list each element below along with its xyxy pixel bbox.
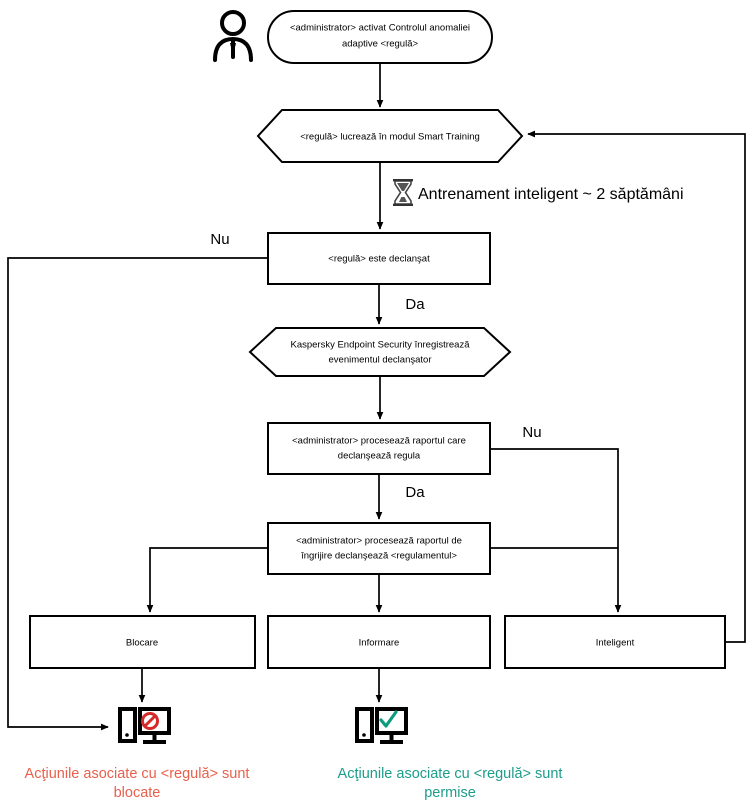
node-admin-report-line2: declanşează regula bbox=[338, 451, 421, 462]
annotation-training-duration: Antrenament inteligent ~ 2 săptămâni bbox=[418, 186, 684, 203]
node-action-inform bbox=[267, 615, 491, 669]
person-icon bbox=[213, 10, 253, 62]
hourglass-icon bbox=[393, 179, 413, 206]
computer-allowed-icon bbox=[355, 707, 408, 744]
node-admin-processes-care-report bbox=[267, 522, 491, 575]
node-action-smart-label: Inteligent bbox=[596, 638, 635, 649]
node-kes-logs-line1: Kaspersky Endpoint Security înregistreaz… bbox=[290, 340, 470, 351]
node-action-block bbox=[29, 615, 256, 669]
node-admin-report-line1: <administrator> procesează raportul care bbox=[292, 436, 466, 447]
edge-label-yes-rule-triggered: Da bbox=[405, 296, 425, 313]
node-action-smart bbox=[504, 615, 726, 669]
node-smart-training-label: <regulă> lucrează în modul Smart Trainin… bbox=[300, 132, 480, 143]
node-admin-care-report-line2: îngrijire declanşează <regulamentul> bbox=[300, 551, 457, 562]
caption-blocked-line1: Acţiunile asociate cu <regulă> sunt bbox=[25, 766, 250, 782]
node-start bbox=[267, 10, 493, 64]
node-start-line1: <administrator> activat Controlul anomal… bbox=[290, 23, 470, 34]
edge-admin-report-no bbox=[490, 448, 622, 613]
caption-allowed-line1: Acţiunile asociate cu <regulă> sunt bbox=[338, 766, 563, 782]
node-action-inform-label: Informare bbox=[359, 638, 400, 649]
edge-rule-triggered-no bbox=[7, 257, 268, 731]
node-admin-processes-report bbox=[267, 422, 491, 475]
node-rule-triggered bbox=[267, 232, 491, 285]
node-smart-training bbox=[256, 109, 524, 163]
node-rule-triggered-label: <regulă> este declanşat bbox=[328, 254, 430, 265]
computer-blocked-icon bbox=[118, 707, 171, 744]
node-admin-care-report-line1: <administrator> procesează raportul de bbox=[296, 536, 462, 547]
node-action-block-label: Blocare bbox=[126, 638, 158, 649]
node-kes-logs bbox=[248, 327, 512, 377]
node-kes-logs-line2: evenimentul declanşator bbox=[329, 355, 432, 366]
edge-label-no-admin-report: Nu bbox=[522, 424, 541, 441]
caption-allowed-line2: permise bbox=[424, 785, 476, 801]
node-start-line2: adaptive <regulă> bbox=[342, 39, 419, 50]
edge-label-yes-admin-report: Da bbox=[405, 484, 425, 501]
edge-care-report-to-block bbox=[146, 547, 268, 613]
edge-smart-loopback bbox=[527, 130, 746, 643]
caption-blocked-line2: blocate bbox=[114, 785, 161, 801]
edge-label-no-rule-triggered: Nu bbox=[210, 231, 229, 248]
